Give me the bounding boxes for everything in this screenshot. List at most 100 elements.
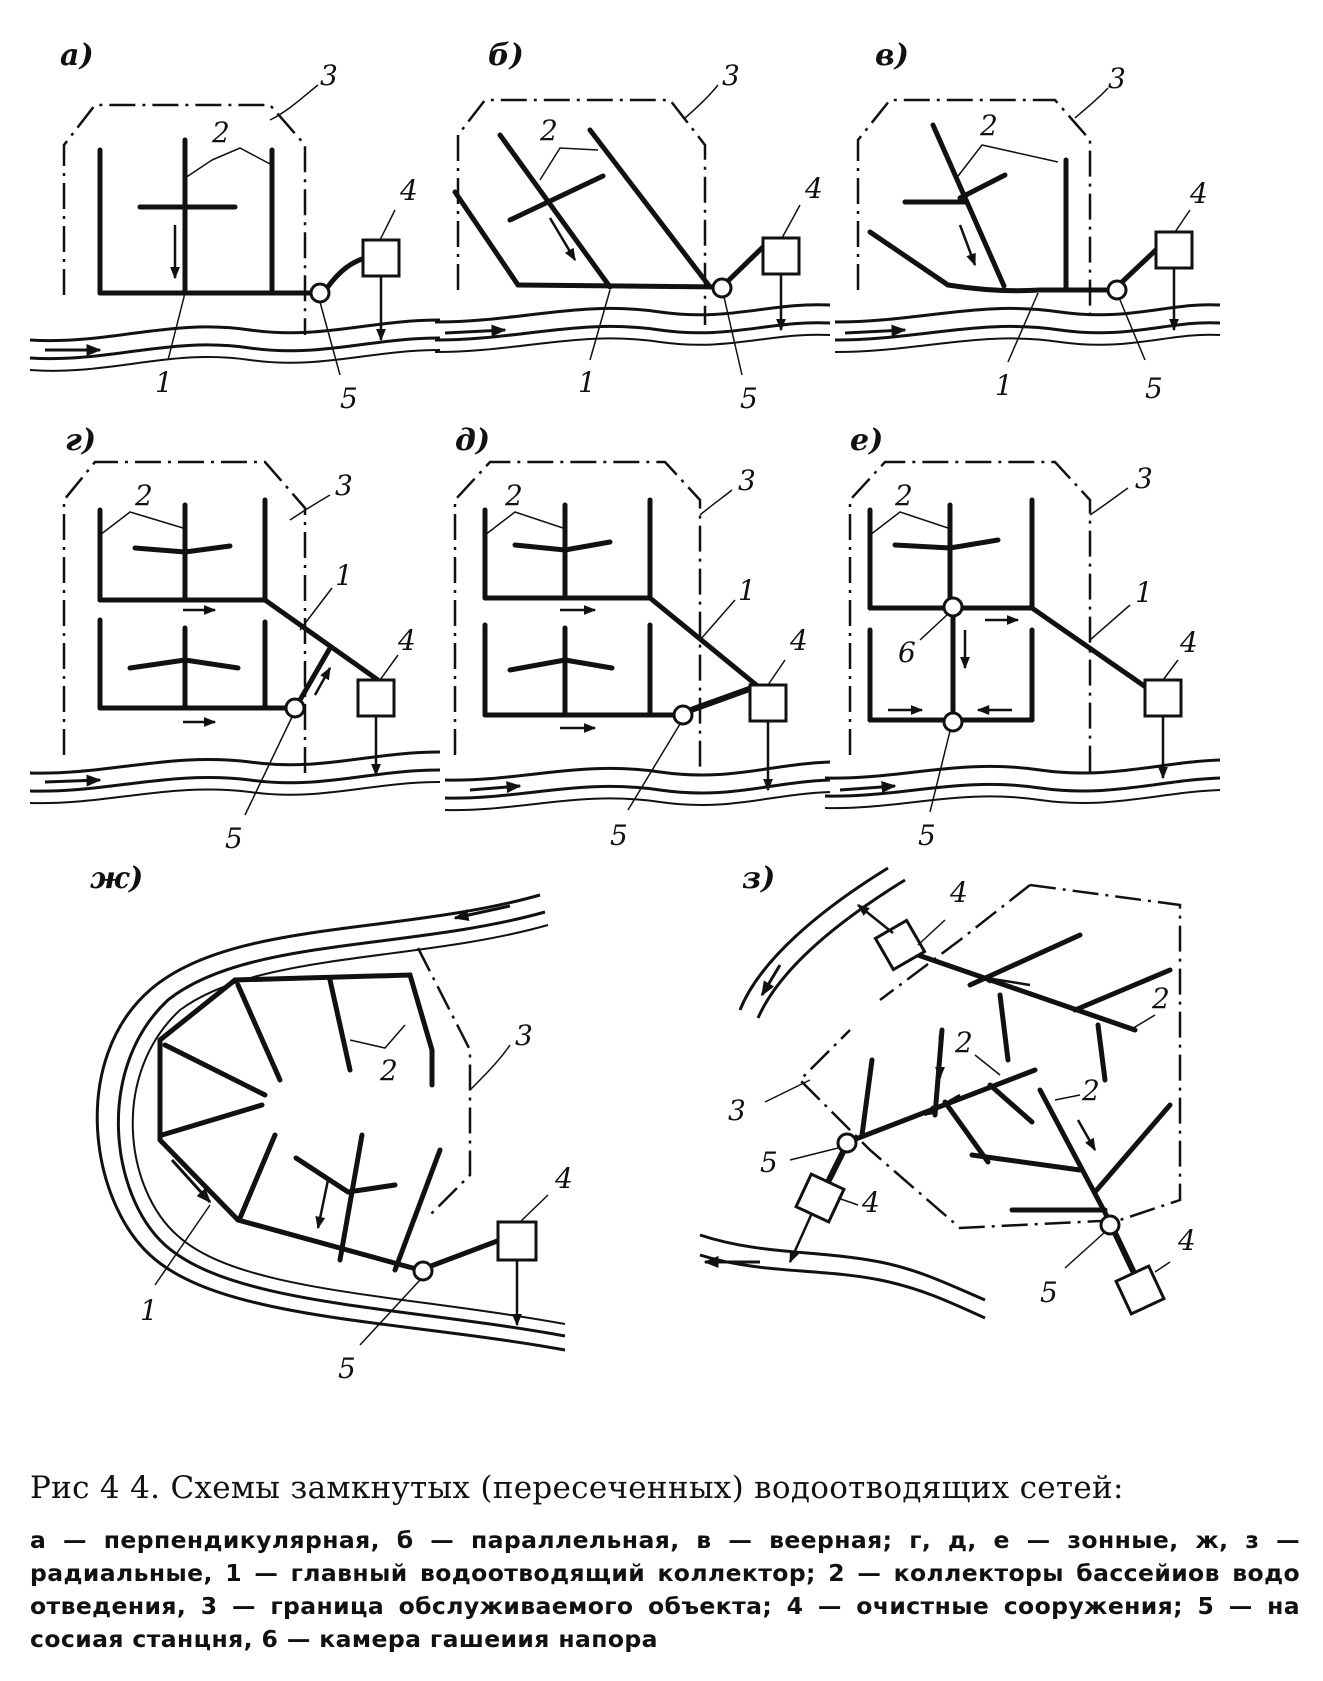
label-2: 2 — [134, 479, 153, 512]
panel-b-letter: б) — [488, 38, 524, 73]
river — [29, 318, 441, 343]
river — [834, 303, 1221, 324]
pressure-pipe — [430, 1237, 501, 1269]
pressure-pipe — [689, 685, 754, 713]
boundary-line — [62, 460, 307, 775]
river — [131, 924, 566, 1325]
label-4: 4 — [949, 876, 968, 909]
collector-network — [867, 122, 1118, 294]
pump-station — [1106, 279, 1128, 301]
collector-network — [867, 497, 1153, 723]
river — [29, 349, 441, 372]
label-5: 5 — [740, 382, 758, 415]
leader-line — [244, 716, 293, 816]
leader-line — [1089, 604, 1131, 641]
caption-legend: а — перпендикулярная, б — параллельная, … — [30, 1526, 1300, 1653]
label-3: 3 — [335, 469, 353, 502]
river — [444, 760, 831, 782]
leader-line — [539, 147, 599, 181]
panel-v: в) 2 3 1 5 4 — [834, 38, 1221, 405]
leader-line — [954, 144, 1059, 181]
pressure-pipe — [297, 646, 333, 702]
leader-line — [699, 599, 736, 641]
boundary-line — [856, 98, 1092, 320]
collector-network — [97, 137, 321, 296]
label-3: 3 — [738, 464, 756, 497]
pump-station — [672, 704, 694, 726]
treatment-plant — [1154, 230, 1194, 270]
river — [824, 758, 1221, 780]
leader-line — [699, 489, 733, 516]
collector-network — [482, 497, 763, 718]
panel-zh-letter: ж) — [90, 861, 143, 896]
label-2: 2 — [379, 1054, 398, 1087]
label-4: 4 — [397, 624, 416, 657]
pump-station — [1099, 1214, 1121, 1236]
leader-line — [869, 511, 949, 536]
pump-station — [412, 1260, 434, 1282]
label-4: 4 — [1189, 177, 1208, 210]
river — [444, 778, 831, 800]
panel-e-letter: е) — [850, 423, 883, 458]
leader-line — [684, 84, 719, 119]
panel-z: з) — [699, 861, 1196, 1320]
network-schemes-figure: а) 2 3 1 5 4 б) — [29, 38, 1221, 1385]
river — [434, 303, 831, 324]
pressure-pipe — [726, 243, 767, 283]
flow-arrow — [978, 973, 1031, 987]
label-2: 2 — [894, 479, 913, 512]
label-4: 4 — [789, 624, 808, 657]
panel-d: д) 2 3 1 — [444, 423, 831, 852]
collector-network — [97, 497, 381, 711]
leader-line — [1074, 87, 1109, 119]
leader-line — [99, 511, 184, 536]
label-2: 2 — [539, 114, 558, 147]
outfall-arrow — [788, 1212, 814, 1264]
label-5: 5 — [1040, 1276, 1058, 1309]
label-5: 5 — [1145, 372, 1163, 405]
treatment-plant — [356, 678, 396, 718]
figure-caption: Рис 4 4. Схемы замкнутых (пересеченных) … — [30, 1470, 1300, 1656]
river — [29, 781, 441, 805]
flow-arrow — [958, 224, 977, 267]
treatment-plant — [794, 1172, 846, 1224]
pressure-pipe — [1120, 246, 1160, 284]
label-4: 4 — [861, 1186, 880, 1219]
river — [444, 791, 831, 812]
treatment-plant — [873, 918, 927, 972]
collector-network — [452, 127, 723, 290]
flow-arrow — [44, 774, 102, 787]
panel-zh: ж) 2 3 1 5 4 — [90, 861, 573, 1385]
boundary-line — [798, 883, 1182, 1230]
river — [756, 878, 906, 1019]
pressure-pipe — [324, 255, 366, 290]
flow-arrow — [844, 324, 907, 337]
leader-line — [919, 613, 949, 641]
boundary-line — [453, 460, 702, 775]
pressure-chamber — [942, 596, 964, 618]
river — [738, 866, 889, 1011]
leader-line — [1154, 1261, 1171, 1273]
boundary-line — [416, 947, 472, 1216]
leader-line — [1119, 299, 1146, 361]
label-1: 1 — [578, 366, 596, 399]
treatment-plant — [1114, 1264, 1166, 1316]
label-3: 3 — [722, 59, 740, 92]
panel-d-letter: д) — [455, 423, 490, 458]
boundary-line — [879, 884, 1031, 1001]
river — [699, 1233, 986, 1302]
flow-arrow — [839, 780, 897, 793]
boundary-line — [848, 460, 1092, 775]
pump-station — [942, 711, 964, 733]
river — [434, 333, 831, 353]
boundary-line — [456, 98, 707, 325]
pump-station — [711, 277, 733, 299]
label-2: 2 — [211, 116, 230, 149]
label-4: 4 — [554, 1162, 573, 1195]
panel-b: б) 2 3 1 5 4 — [434, 38, 831, 415]
leader-line — [723, 296, 743, 376]
treatment-plant — [1143, 678, 1183, 718]
leader-line — [319, 301, 341, 376]
leader-line — [1007, 292, 1039, 363]
leader-line — [767, 659, 786, 686]
